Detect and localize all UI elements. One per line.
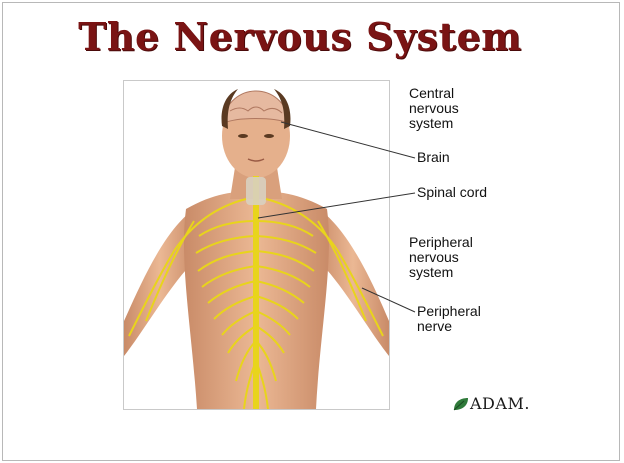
label-central-nervous-system: Central nervous system — [409, 86, 459, 131]
label-spinal-cord: Spinal cord — [417, 185, 487, 200]
leaf-icon — [452, 396, 470, 412]
label-peripheral-nervous-system: Peripheral nervous system — [409, 235, 473, 280]
label-peripheral-nerve: Peripheral nerve — [417, 304, 481, 334]
adam-logo: ADAM. — [452, 394, 530, 413]
logo-text: ADAM. — [470, 394, 530, 413]
label-brain: Brain — [417, 150, 450, 165]
